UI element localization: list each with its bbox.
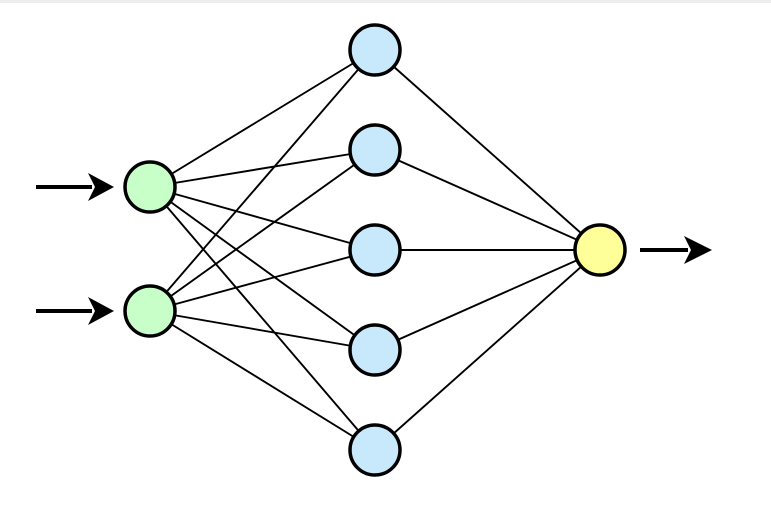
node-h1[interactable] [348, 23, 402, 77]
node-circle-h2[interactable] [348, 123, 402, 177]
node-h4[interactable] [348, 323, 402, 377]
node-circle-h4[interactable] [348, 323, 402, 377]
input-arrow-1-head-icon [88, 173, 114, 201]
edge-h1-o1 [374, 49, 601, 251]
node-circle-h5[interactable] [348, 423, 402, 477]
edge-h2-o1 [374, 149, 601, 251]
layer-input [123, 160, 177, 338]
input-arrow-1 [36, 173, 114, 201]
top-divider-band [0, 0, 771, 3]
edge-i2-h3 [149, 249, 376, 312]
node-o1[interactable] [573, 223, 627, 277]
layer-hidden [348, 23, 402, 477]
output-arrow-1-head-icon [684, 236, 712, 264]
edge-i1-h2 [149, 149, 376, 188]
edge-h5-o1 [374, 249, 601, 451]
node-i1[interactable] [123, 160, 177, 214]
edge-i2-h2 [149, 149, 376, 312]
nodes-group [123, 23, 627, 477]
edge-i2-h1 [149, 49, 376, 312]
arrows-group [36, 173, 712, 325]
node-circle-i1[interactable] [123, 160, 177, 214]
node-circle-i2[interactable] [123, 284, 177, 338]
node-circle-o1[interactable] [573, 223, 627, 277]
input-arrow-2 [36, 297, 114, 325]
node-h5[interactable] [348, 423, 402, 477]
node-circle-h1[interactable] [348, 23, 402, 77]
output-arrow-1 [640, 236, 712, 264]
input-arrow-2-head-icon [88, 297, 114, 325]
node-circle-h3[interactable] [348, 223, 402, 277]
edge-i1-h4 [149, 186, 376, 351]
edge-i2-h5 [149, 310, 376, 451]
edge-i1-h3 [149, 186, 376, 251]
node-h3[interactable] [348, 223, 402, 277]
edge-i1-h1 [149, 49, 376, 188]
edge-h4-o1 [374, 249, 601, 351]
edge-i1-h5 [149, 186, 376, 451]
edge-i2-h4 [149, 310, 376, 351]
node-h2[interactable] [348, 123, 402, 177]
layer-output [573, 223, 627, 277]
node-i2[interactable] [123, 284, 177, 338]
edges-group [149, 49, 601, 451]
